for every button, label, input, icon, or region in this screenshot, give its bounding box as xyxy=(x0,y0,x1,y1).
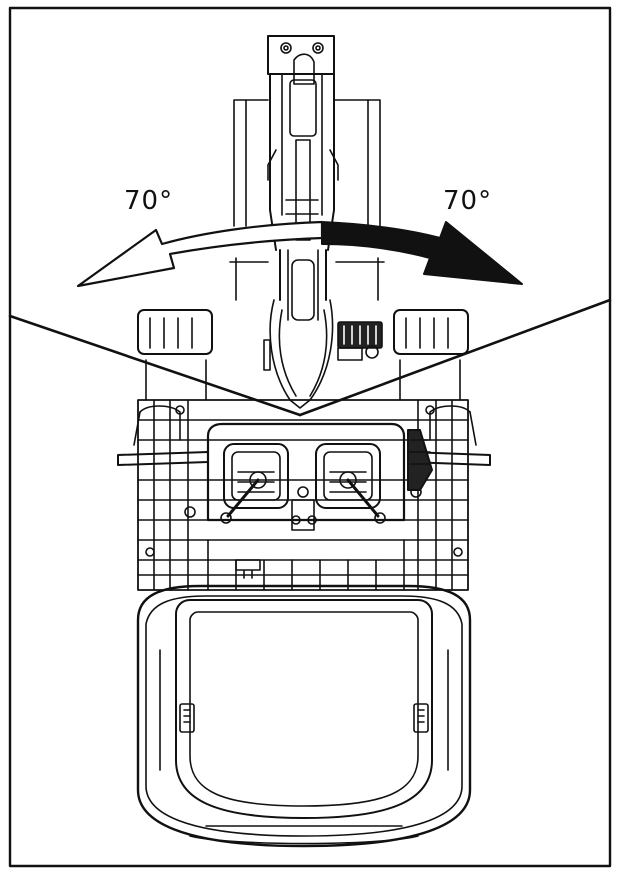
figure-frame xyxy=(10,8,610,866)
control-block xyxy=(208,424,404,530)
solid-curved-arrow-right xyxy=(322,222,522,284)
boom-arm xyxy=(268,36,338,408)
angle-label-right: 70° xyxy=(443,186,493,216)
outline-curved-arrow-left xyxy=(78,222,322,286)
angle-label-left: 70° xyxy=(124,186,174,216)
side-lever xyxy=(408,430,432,490)
guard-rail xyxy=(118,406,490,465)
hydraulic-fitting xyxy=(264,322,382,370)
chassis-grid xyxy=(138,400,468,590)
track-right xyxy=(394,310,468,400)
upper-frame xyxy=(230,100,384,300)
swing-limit-line-right xyxy=(300,300,610,415)
operator-cab xyxy=(138,586,470,846)
track-left xyxy=(138,310,212,400)
cab-latch xyxy=(236,560,260,578)
swing-limit-line-left xyxy=(10,316,300,415)
